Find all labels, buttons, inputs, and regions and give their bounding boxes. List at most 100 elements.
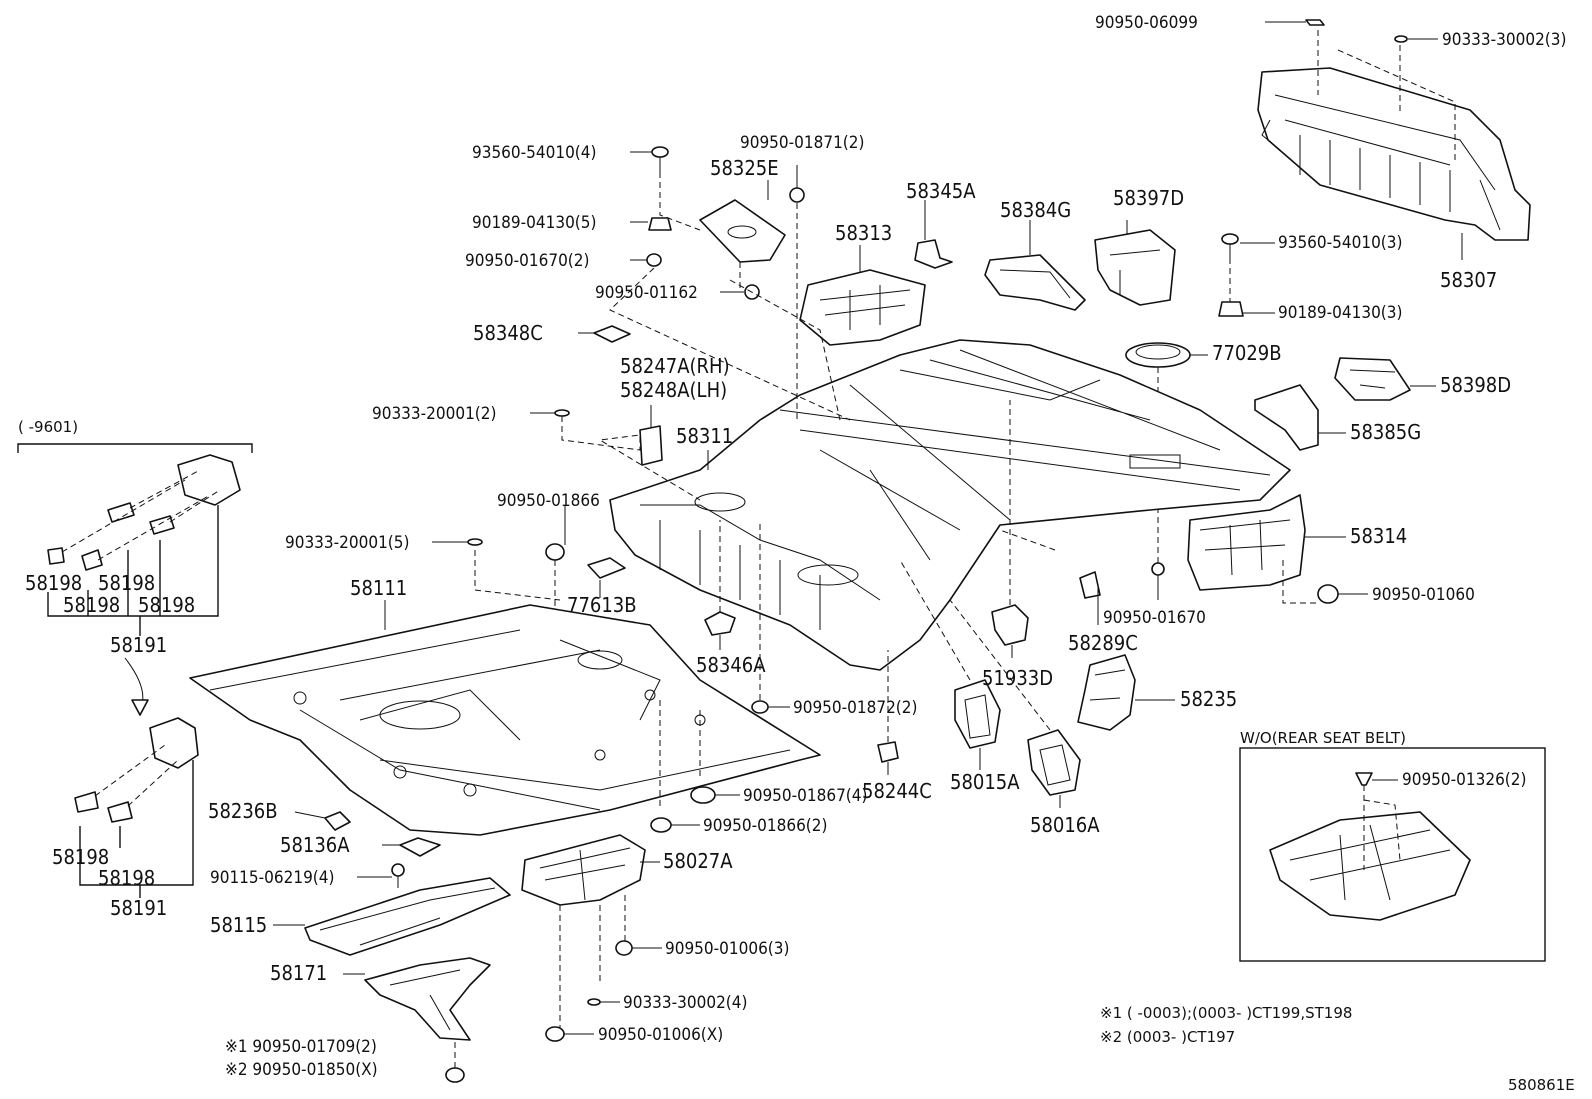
label-58384G[interactable]: 58384G	[1000, 198, 1071, 222]
label-58015A[interactable]: 58015A	[950, 770, 1020, 794]
stud-58198-f[interactable]	[107, 801, 133, 823]
label-90950-01867-4[interactable]: 90950-01867(4)	[743, 786, 867, 806]
stud-58198-d[interactable]	[149, 515, 175, 535]
label-90333-30002-4[interactable]: 90333-30002(4)	[623, 993, 747, 1013]
label-93560-54010-4[interactable]: 93560-54010(4)	[472, 143, 596, 163]
bracket-58235[interactable]	[1077, 654, 1136, 731]
rear-crossmember-part[interactable]	[1257, 67, 1531, 241]
label-58244C[interactable]: 58244C	[862, 779, 932, 803]
label-58348C[interactable]: 58348C	[473, 321, 543, 345]
panel-58314[interactable]	[1187, 494, 1306, 591]
label-90950-01866-2[interactable]: 90950-01866(2)	[703, 816, 827, 836]
label-77029B[interactable]: 77029B	[1212, 341, 1282, 365]
plug-90333-30002-4[interactable]	[587, 998, 601, 1006]
bolt-93560-54010-left[interactable]	[651, 146, 669, 172]
label-90950-01670[interactable]: 90950-01670	[1103, 608, 1206, 628]
label-93560-54010-3[interactable]: 93560-54010(3)	[1278, 233, 1402, 253]
clip-58346A[interactable]	[704, 611, 736, 636]
label-90950-01006-3[interactable]: 90950-01006(3)	[665, 939, 789, 959]
label-58111[interactable]: 58111	[350, 576, 407, 600]
plug-90333-20001-2[interactable]	[554, 409, 570, 417]
label-90189-04130-5[interactable]: 90189-04130(5)	[472, 213, 596, 233]
clip-58348C[interactable]	[593, 325, 631, 343]
plug-90950-01866-2[interactable]	[650, 817, 672, 833]
label-58314[interactable]: 58314	[1350, 524, 1407, 548]
plug-90950-01866[interactable]	[545, 543, 565, 561]
label-90950-01872-2[interactable]: 90950-01872(2)	[793, 698, 917, 718]
label-58311[interactable]: 58311	[676, 424, 733, 448]
grommet-77029B[interactable]	[1125, 342, 1191, 368]
reinforcement-58313[interactable]	[799, 269, 926, 346]
label-58397D[interactable]: 58397D	[1113, 186, 1184, 210]
label-58191-top[interactable]: 58191	[110, 633, 167, 657]
pad-58015A[interactable]	[954, 679, 1001, 749]
label-51933D[interactable]: 51933D	[982, 666, 1053, 690]
label-58198-c[interactable]: 58198	[63, 593, 120, 617]
bolt-90115-06219[interactable]	[391, 863, 405, 888]
plug-90333-20001-5[interactable]	[467, 538, 483, 546]
label-58248A[interactable]: 58248A(LH)	[620, 378, 727, 402]
label-90950-01006-X[interactable]: 90950-01006(X)	[598, 1025, 723, 1045]
pad-58016A[interactable]	[1027, 729, 1081, 796]
bolt-93560-54010-right[interactable]	[1221, 233, 1239, 258]
label-90115-06219-4[interactable]: 90115-06219(4)	[210, 868, 334, 888]
label-90950-01326-2[interactable]: 90950-01326(2)	[1402, 770, 1526, 790]
plug-90950-01670-2[interactable]	[646, 253, 662, 267]
label-58398D[interactable]: 58398D	[1440, 373, 1511, 397]
plug-90950-01006-X[interactable]	[545, 1026, 565, 1042]
label-58115[interactable]: 58115	[210, 913, 267, 937]
plate-58325E[interactable]	[699, 199, 786, 263]
cover-58027A[interactable]	[521, 834, 646, 906]
stud-58198-b[interactable]	[107, 502, 135, 523]
label-90333-30002-3[interactable]: 90333-30002(3)	[1442, 30, 1566, 50]
label-58198-f[interactable]: 58198	[98, 866, 155, 890]
clip-77613B[interactable]	[587, 557, 626, 579]
rear-floor-pan-58311[interactable]	[609, 339, 1291, 671]
bracket-58289C[interactable]	[1079, 571, 1101, 599]
label-58016A[interactable]: 58016A	[1030, 813, 1100, 837]
bracket-58244C[interactable]	[877, 741, 899, 763]
bracket-51933D[interactable]	[991, 604, 1029, 646]
label-90950-01871-2[interactable]: 90950-01871(2)	[740, 133, 864, 153]
label-58198-b[interactable]: 58198	[98, 571, 155, 595]
bracket-58397D[interactable]	[1094, 229, 1176, 306]
label-58136A[interactable]: 58136A	[280, 833, 350, 857]
clip-90950-06099[interactable]	[1305, 19, 1325, 26]
label-58385G[interactable]: 58385G	[1350, 420, 1421, 444]
label-58289C[interactable]: 58289C	[1068, 631, 1138, 655]
stud-58198-a[interactable]	[47, 547, 65, 565]
label-58198-d[interactable]: 58198	[138, 593, 195, 617]
label-90950-01709-2[interactable]: ※1 90950-01709(2)	[225, 1037, 377, 1057]
clip-58236B[interactable]	[324, 811, 351, 831]
plug-90950-01670[interactable]	[1151, 562, 1165, 576]
label-58345A[interactable]: 58345A	[906, 179, 976, 203]
label-58313[interactable]: 58313	[835, 221, 892, 245]
label-58307[interactable]: 58307	[1440, 268, 1497, 292]
label-90333-20001-5[interactable]: 90333-20001(5)	[285, 533, 409, 553]
clip-90189-04130-right[interactable]	[1218, 301, 1244, 317]
plug-90950-01060[interactable]	[1317, 584, 1339, 604]
label-77613B[interactable]: 77613B	[567, 593, 637, 617]
label-58198-e[interactable]: 58198	[52, 845, 109, 869]
label-58346A[interactable]: 58346A	[696, 653, 766, 677]
plug-90333-30002[interactable]	[1394, 35, 1408, 43]
label-58247A[interactable]: 58247A(RH)	[620, 354, 730, 378]
inset-floor-pan[interactable]	[1269, 811, 1471, 921]
bracket-58398D[interactable]	[1334, 357, 1411, 401]
bracket-58247A-58248A[interactable]	[639, 425, 663, 466]
label-90950-01850-X[interactable]: ※2 90950-01850(X)	[225, 1060, 378, 1080]
label-58198-a[interactable]: 58198	[25, 571, 82, 595]
plug-90950-01326[interactable]	[1355, 772, 1373, 786]
label-58027A[interactable]: 58027A	[663, 849, 733, 873]
label-90950-01162[interactable]: 90950-01162	[595, 283, 698, 303]
stud-58198-e[interactable]	[74, 791, 99, 813]
label-58235[interactable]: 58235	[1180, 687, 1237, 711]
bracket-58171[interactable]	[364, 957, 491, 1041]
label-90950-06099[interactable]: 90950-06099	[1095, 13, 1198, 33]
bracket-58345A[interactable]	[914, 239, 953, 269]
bolt-90950-01850[interactable]	[445, 1067, 465, 1083]
label-90333-20001-2[interactable]: 90333-20001(2)	[372, 404, 496, 424]
label-90950-01866[interactable]: 90950-01866	[497, 491, 600, 511]
label-58191-bottom[interactable]: 58191	[110, 896, 167, 920]
label-90950-01060[interactable]: 90950-01060	[1372, 585, 1475, 605]
